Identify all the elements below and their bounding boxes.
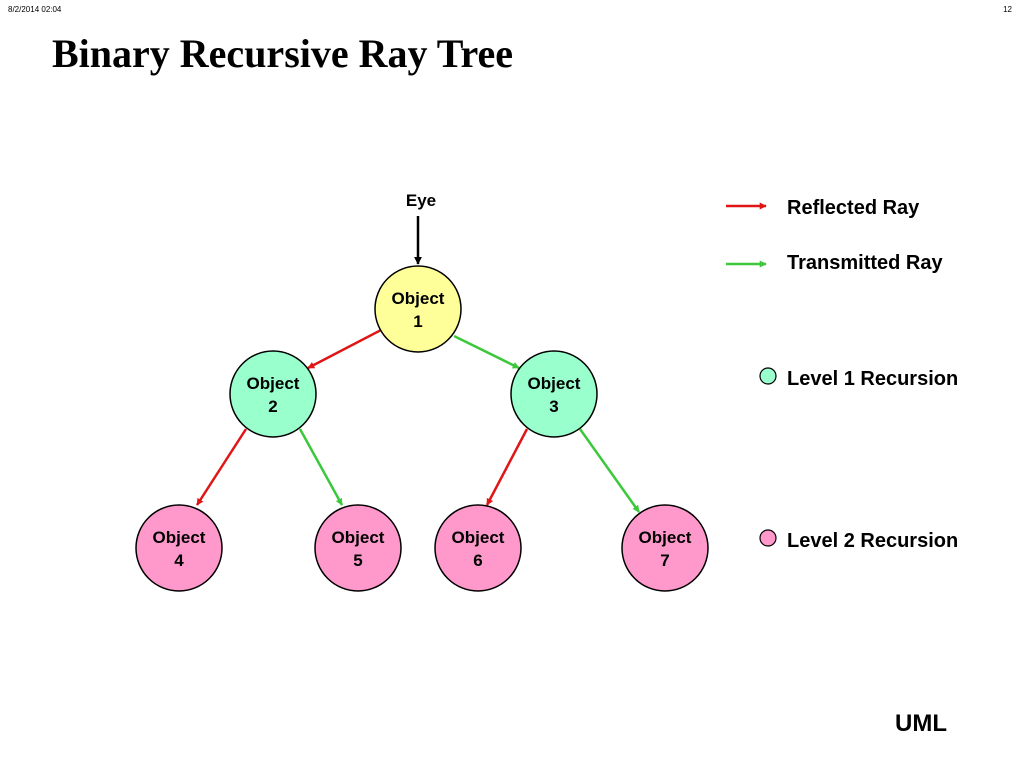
node-object-7-label: Object [639, 528, 692, 547]
legend-level1-swatch [759, 367, 777, 385]
node-object-1-number: 1 [413, 312, 422, 331]
node-object-5-label: Object [332, 528, 385, 547]
node-object-7: Object 7 [621, 504, 709, 592]
legend-level2-label: Level 2 Recursion [787, 530, 958, 552]
node-object-5-number: 5 [353, 551, 362, 570]
transmitted-ray-obj2-obj5 [298, 428, 344, 506]
node-object-3-number: 3 [549, 397, 558, 416]
node-object-6: Object 6 [434, 504, 522, 592]
slide-title: Binary Recursive Ray Tree [52, 31, 514, 76]
node-object-4: Object 4 [135, 504, 223, 592]
node-object-6-number: 6 [473, 551, 482, 570]
reflected-ray-obj1-obj2 [307, 327, 384, 370]
node-object-2: Object 2 [229, 350, 317, 438]
header-page-number: 12 [1003, 5, 1012, 14]
legend: Reflected Ray Transmitted Ray Level 1 Re… [726, 197, 958, 552]
node-object-6-label: Object [452, 528, 505, 547]
node-object-1-label: Object [392, 289, 445, 308]
node-object-3-label: Object [528, 374, 581, 393]
node-object-2-label: Object [247, 374, 300, 393]
legend-level1-label: Level 1 Recursion [787, 368, 958, 390]
node-object-4-label: Object [153, 528, 206, 547]
reflected-ray-obj3-obj6 [485, 428, 529, 506]
eye-label: Eye [406, 191, 436, 210]
legend-level2-swatch [759, 529, 777, 547]
reflected-ray-obj2-obj4 [195, 428, 248, 506]
legend-transmitted-label: Transmitted Ray [787, 252, 943, 274]
node-object-5: Object 5 [314, 504, 402, 592]
legend-reflected-label: Reflected Ray [787, 197, 920, 219]
node-object-7-number: 7 [660, 551, 669, 570]
node-object-2-number: 2 [268, 397, 277, 416]
transmitted-ray-obj1-obj3 [453, 334, 520, 370]
footer-uml-mark: UML [895, 710, 947, 737]
node-object-1: Object 1 [374, 265, 462, 353]
node-object-3: Object 3 [510, 350, 598, 438]
transmitted-ray-obj3-obj7 [578, 428, 641, 513]
header-date-time: 8/2/2014 02:04 [8, 5, 62, 14]
node-object-4-number: 4 [174, 551, 184, 570]
